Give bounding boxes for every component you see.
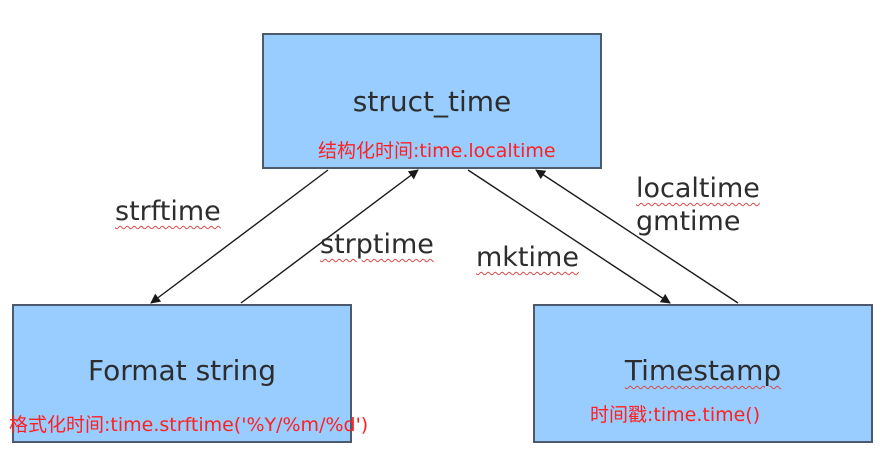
edge-label-strptime: strptime <box>320 229 434 260</box>
arrow-mktime <box>467 169 671 304</box>
arrow-strftime <box>150 169 329 304</box>
format-string-subtitle: 格式化时间:time.strftime('%Y/%m/%d') <box>9 414 369 436</box>
struct-time-box: struct_time 结构化时间:time.localtime <box>262 33 602 169</box>
arrow-strptime <box>240 169 419 304</box>
timestamp-box: Timestamp 时间戳:time.time() <box>533 304 873 443</box>
edge-label-mktime: mktime <box>476 242 579 273</box>
edge-label-gmtime: gmtime <box>636 206 741 237</box>
arrow-localtime <box>535 169 739 304</box>
timestamp-subtitle: 时间戳:time.time() <box>590 404 761 426</box>
struct-time-title: struct_time <box>352 85 512 118</box>
timestamp-title: Timestamp <box>624 354 782 387</box>
edge-label-strftime: strftime <box>115 196 221 227</box>
edge-label-localtime: localtime <box>636 173 760 204</box>
format-string-box: Format string <box>12 304 352 443</box>
struct-time-subtitle: 结构化时间:time.localtime <box>318 140 556 162</box>
format-string-title: Format string <box>88 354 276 387</box>
